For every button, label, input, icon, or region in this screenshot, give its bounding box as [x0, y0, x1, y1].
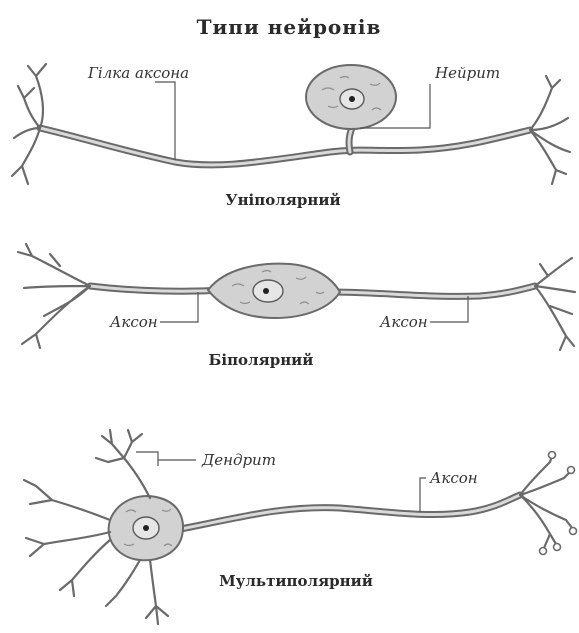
unipolar-name: Уніполярний [225, 191, 340, 209]
bipolar-label-axon-left: Аксон [109, 313, 158, 331]
multipolar-label-axon: Аксон [429, 469, 478, 487]
unipolar-neuron [12, 64, 570, 184]
bipolar-leader-axon-left [160, 292, 198, 322]
bipolar-leader-axon-right [430, 296, 468, 322]
unipolar-leader-axon-branch [155, 82, 175, 160]
multipolar-neuron [24, 430, 577, 624]
diagram-title: Типи нейронів [197, 15, 382, 39]
bipolar-name: Біполярний [209, 351, 314, 369]
bipolar-label-axon-right: Аксон [379, 313, 428, 331]
bipolar-neuron [18, 244, 575, 350]
unipolar-label-axon-branch: Гілка аксона [87, 64, 189, 82]
multipolar-label-dendrite: Дендрит [201, 451, 276, 469]
multipolar-leader-axon [420, 478, 426, 512]
unipolar-label-neurite: Нейрит [434, 64, 500, 82]
multipolar-leader-dendrite [136, 452, 196, 466]
multipolar-name: Мультиполярний [219, 572, 373, 590]
